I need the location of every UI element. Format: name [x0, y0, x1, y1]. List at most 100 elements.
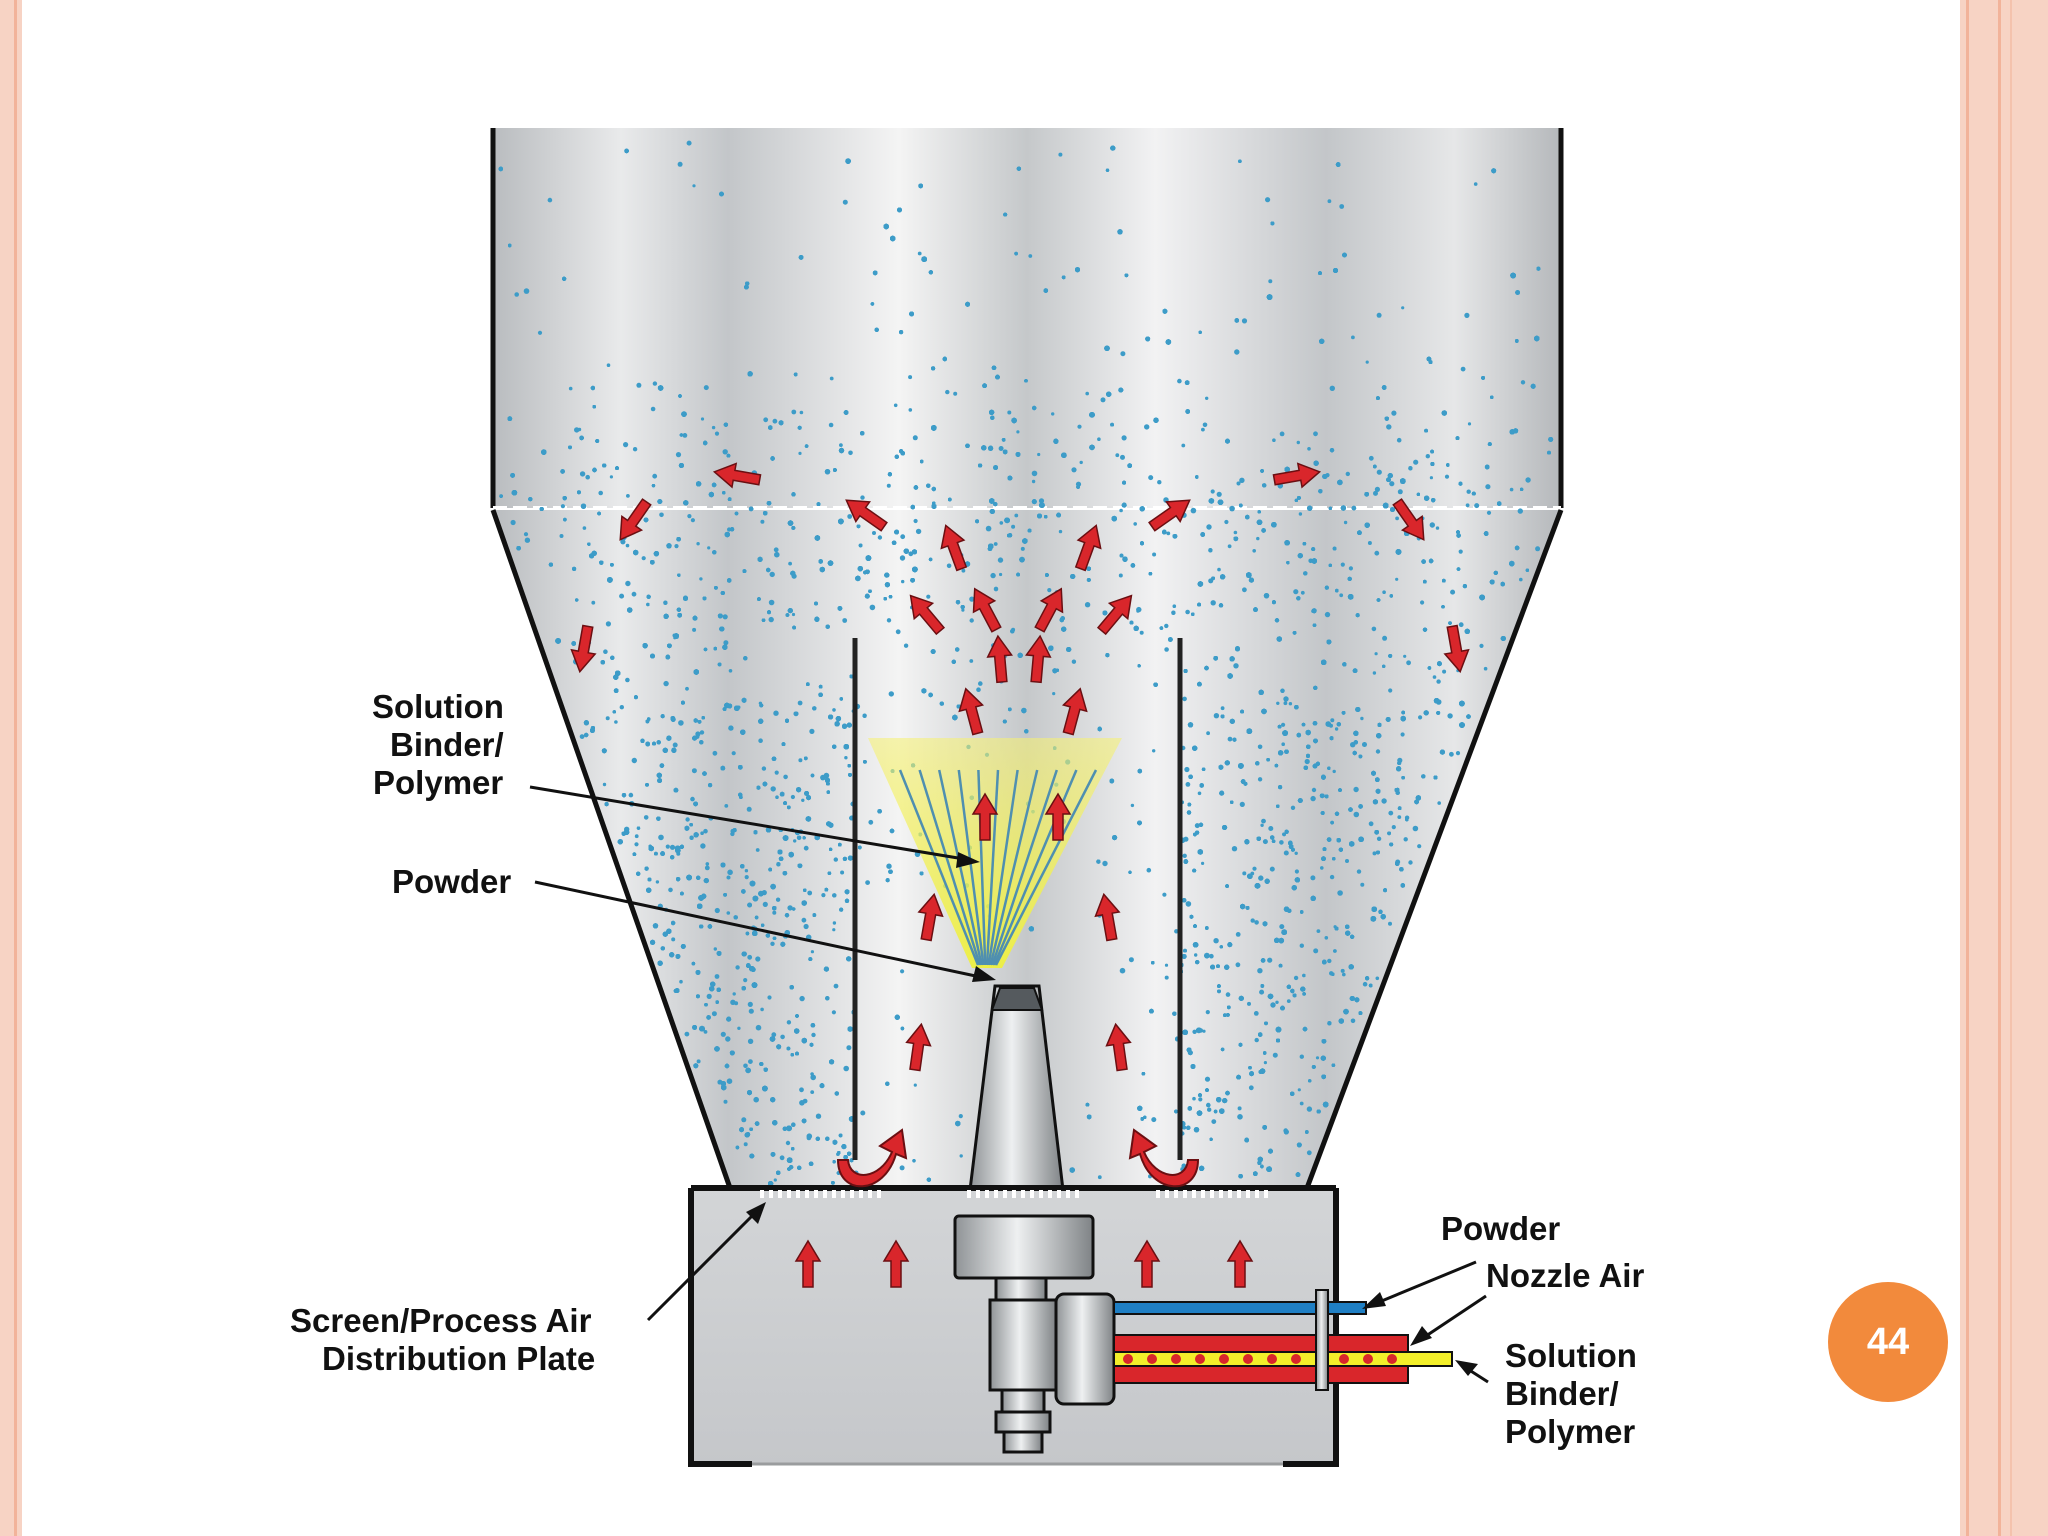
particle [1388, 810, 1394, 816]
particle [1294, 851, 1298, 855]
particle [1252, 549, 1256, 553]
particle [1242, 871, 1247, 876]
particle [1283, 850, 1289, 856]
particle [1447, 713, 1453, 719]
particle [1310, 875, 1316, 881]
particle [703, 1030, 708, 1034]
particle [727, 869, 733, 876]
particle [958, 1114, 963, 1119]
particle [900, 969, 905, 974]
particle [568, 386, 573, 391]
particle [1254, 920, 1259, 925]
particle [1202, 1029, 1206, 1033]
particle [1406, 660, 1411, 666]
particle [803, 923, 809, 930]
particle [895, 629, 901, 635]
particle [1412, 825, 1419, 832]
particle [868, 819, 874, 825]
particle [953, 391, 958, 396]
particle [1300, 590, 1305, 595]
particle [537, 330, 543, 335]
particle [1310, 795, 1316, 802]
particle [1242, 587, 1247, 593]
particle [848, 450, 853, 456]
particle [1397, 815, 1402, 819]
particle [711, 1011, 717, 1017]
particle [1299, 943, 1305, 948]
particle [1194, 953, 1198, 957]
particle [828, 422, 834, 428]
particle [634, 842, 639, 847]
particle [1258, 875, 1264, 881]
particle [1237, 1114, 1243, 1120]
particle [731, 751, 736, 756]
particle [678, 720, 684, 726]
particle [886, 618, 892, 623]
particle [747, 954, 753, 960]
particle [1337, 890, 1343, 896]
particle [809, 728, 815, 735]
particle [770, 941, 775, 946]
particle [641, 556, 646, 561]
particle [1172, 604, 1177, 608]
particle [1311, 787, 1317, 793]
particle [1182, 1125, 1187, 1130]
particle [1058, 529, 1063, 534]
particle [1520, 380, 1526, 385]
particle [1115, 453, 1120, 458]
particle [1485, 484, 1491, 490]
particle [1146, 867, 1152, 873]
particle [714, 974, 720, 979]
particle [810, 1074, 816, 1081]
particle [1259, 989, 1265, 995]
particle [912, 435, 918, 441]
particle [843, 1065, 849, 1072]
particle [763, 417, 769, 423]
particle [1084, 602, 1091, 608]
particle [559, 534, 564, 538]
particle [832, 921, 837, 925]
particle [659, 512, 664, 518]
particle [768, 616, 774, 623]
particle [869, 604, 876, 611]
particle [1403, 837, 1408, 842]
particle [1270, 1002, 1276, 1008]
particle [650, 406, 656, 412]
particle [574, 427, 580, 433]
particle [1365, 360, 1369, 364]
particle [1139, 630, 1144, 635]
particle [768, 599, 775, 606]
particle [1272, 1052, 1278, 1058]
particle [598, 490, 603, 496]
particle [900, 534, 906, 540]
particle [1401, 306, 1405, 310]
particle [1382, 635, 1388, 641]
particle [1374, 652, 1378, 656]
particle [1473, 182, 1478, 186]
particle [699, 577, 703, 581]
particle [619, 593, 625, 599]
particle [797, 700, 803, 706]
particle [1227, 736, 1233, 742]
particle [787, 905, 793, 911]
particle [1233, 663, 1239, 669]
particle [865, 880, 870, 885]
particle [1254, 1037, 1259, 1043]
particle [690, 796, 695, 802]
particle [625, 677, 630, 683]
particle [1340, 968, 1345, 973]
particle [1079, 460, 1083, 465]
particle [634, 834, 639, 839]
particle [1164, 623, 1169, 629]
particle [1474, 503, 1480, 509]
particle [579, 734, 585, 739]
particle [1345, 471, 1351, 477]
particle [926, 594, 931, 599]
particle [810, 1090, 815, 1094]
particle [744, 875, 749, 880]
particle [755, 956, 761, 962]
particle [1391, 825, 1396, 830]
particle [1217, 567, 1221, 572]
particle [860, 1110, 866, 1116]
particle [1329, 385, 1336, 391]
